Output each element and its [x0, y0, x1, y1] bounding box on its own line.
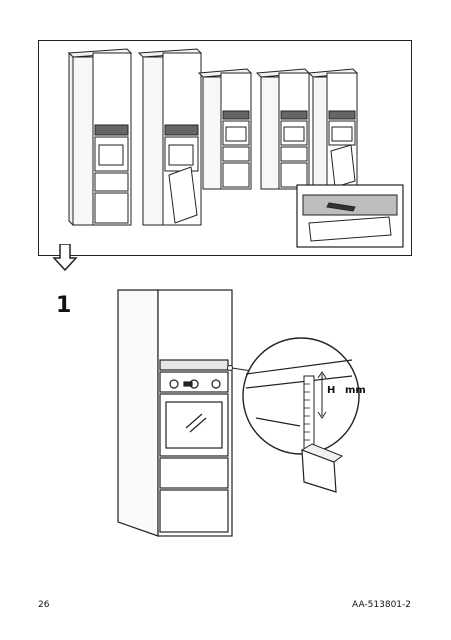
magnifier-detail-circle [242, 337, 360, 455]
step-number: 1 [56, 293, 72, 318]
document-id: AA-513801-2 [352, 600, 411, 610]
inset-detail [296, 184, 404, 248]
cabinet-3 [197, 68, 253, 190]
cabinet-4 [255, 68, 311, 190]
down-arrow-icon [52, 244, 78, 272]
cabinet-5 [307, 68, 359, 190]
page-number: 26 [38, 600, 50, 610]
overview-panel [38, 40, 412, 256]
dimension-unit: mm [345, 385, 366, 396]
cabinet-2 [137, 48, 203, 226]
cabinet-1 [67, 48, 133, 227]
cabinet-ovens-illustration [67, 48, 404, 248]
dimension-label: H [327, 385, 336, 396]
